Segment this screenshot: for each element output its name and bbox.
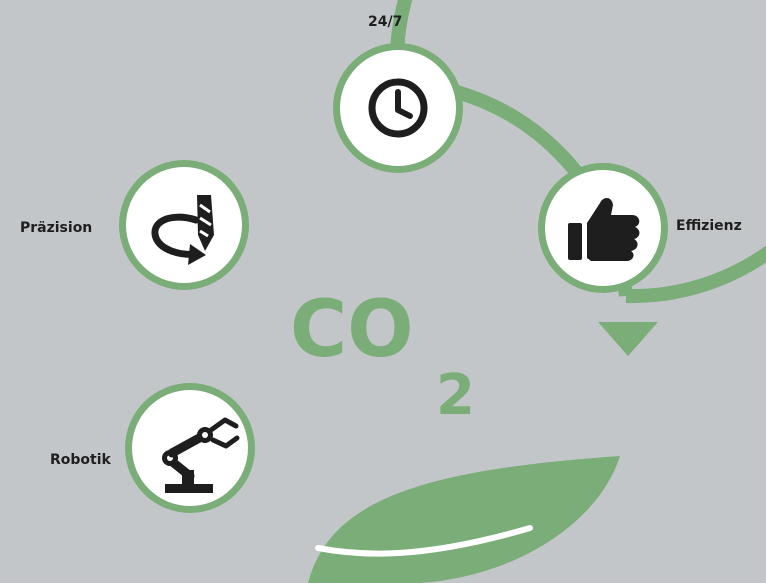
thumbs-up-icon	[568, 197, 640, 261]
node-robotics	[125, 383, 255, 513]
leaf-icon	[308, 456, 620, 583]
label-robotics: Robotik	[50, 452, 111, 468]
node-efficiency	[538, 163, 668, 293]
label-efficiency: Effizienz	[676, 218, 742, 234]
label-precision: Präzision	[20, 220, 93, 236]
node-precision	[119, 160, 249, 290]
label-around-the-clock: 24/7	[368, 14, 403, 30]
co2-subscript: 2	[436, 363, 475, 428]
robot-arm-icon	[162, 417, 240, 493]
drill-rotation-icon	[151, 195, 214, 265]
arrow-down-icon	[598, 322, 658, 356]
node-around-the-clock	[333, 43, 463, 173]
co2-formula: CO	[290, 285, 414, 375]
clock-icon	[368, 78, 428, 138]
